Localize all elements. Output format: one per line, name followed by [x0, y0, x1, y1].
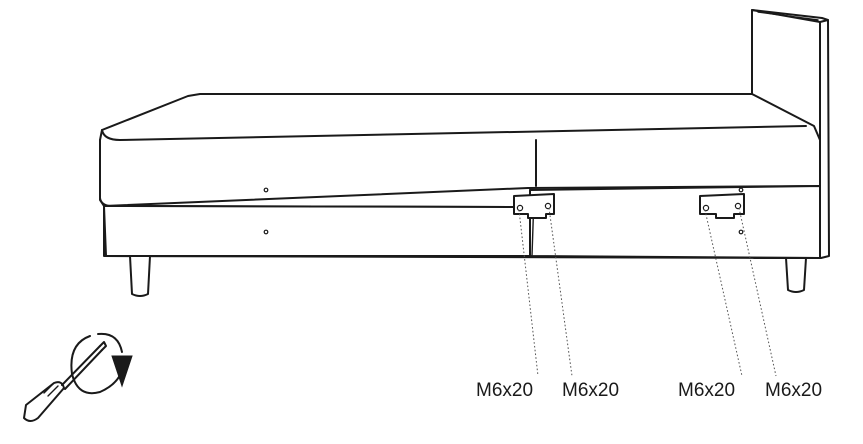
screw-label: M6x20 [476, 380, 533, 401]
left-connection-bracket [513, 193, 555, 219]
screw-guide-lines [518, 207, 777, 377]
pre-drilled-holes [263, 187, 744, 235]
back-leg [785, 257, 807, 293]
right-connection-bracket [699, 193, 745, 219]
clockwise-arrow-icon [70, 332, 133, 395]
screw-label: M6x20 [678, 380, 735, 401]
screw-label: M6x20 [562, 380, 619, 401]
screwdriver-icon [23, 341, 107, 422]
front-leg [129, 255, 151, 297]
screw-label: M6x20 [765, 380, 822, 401]
